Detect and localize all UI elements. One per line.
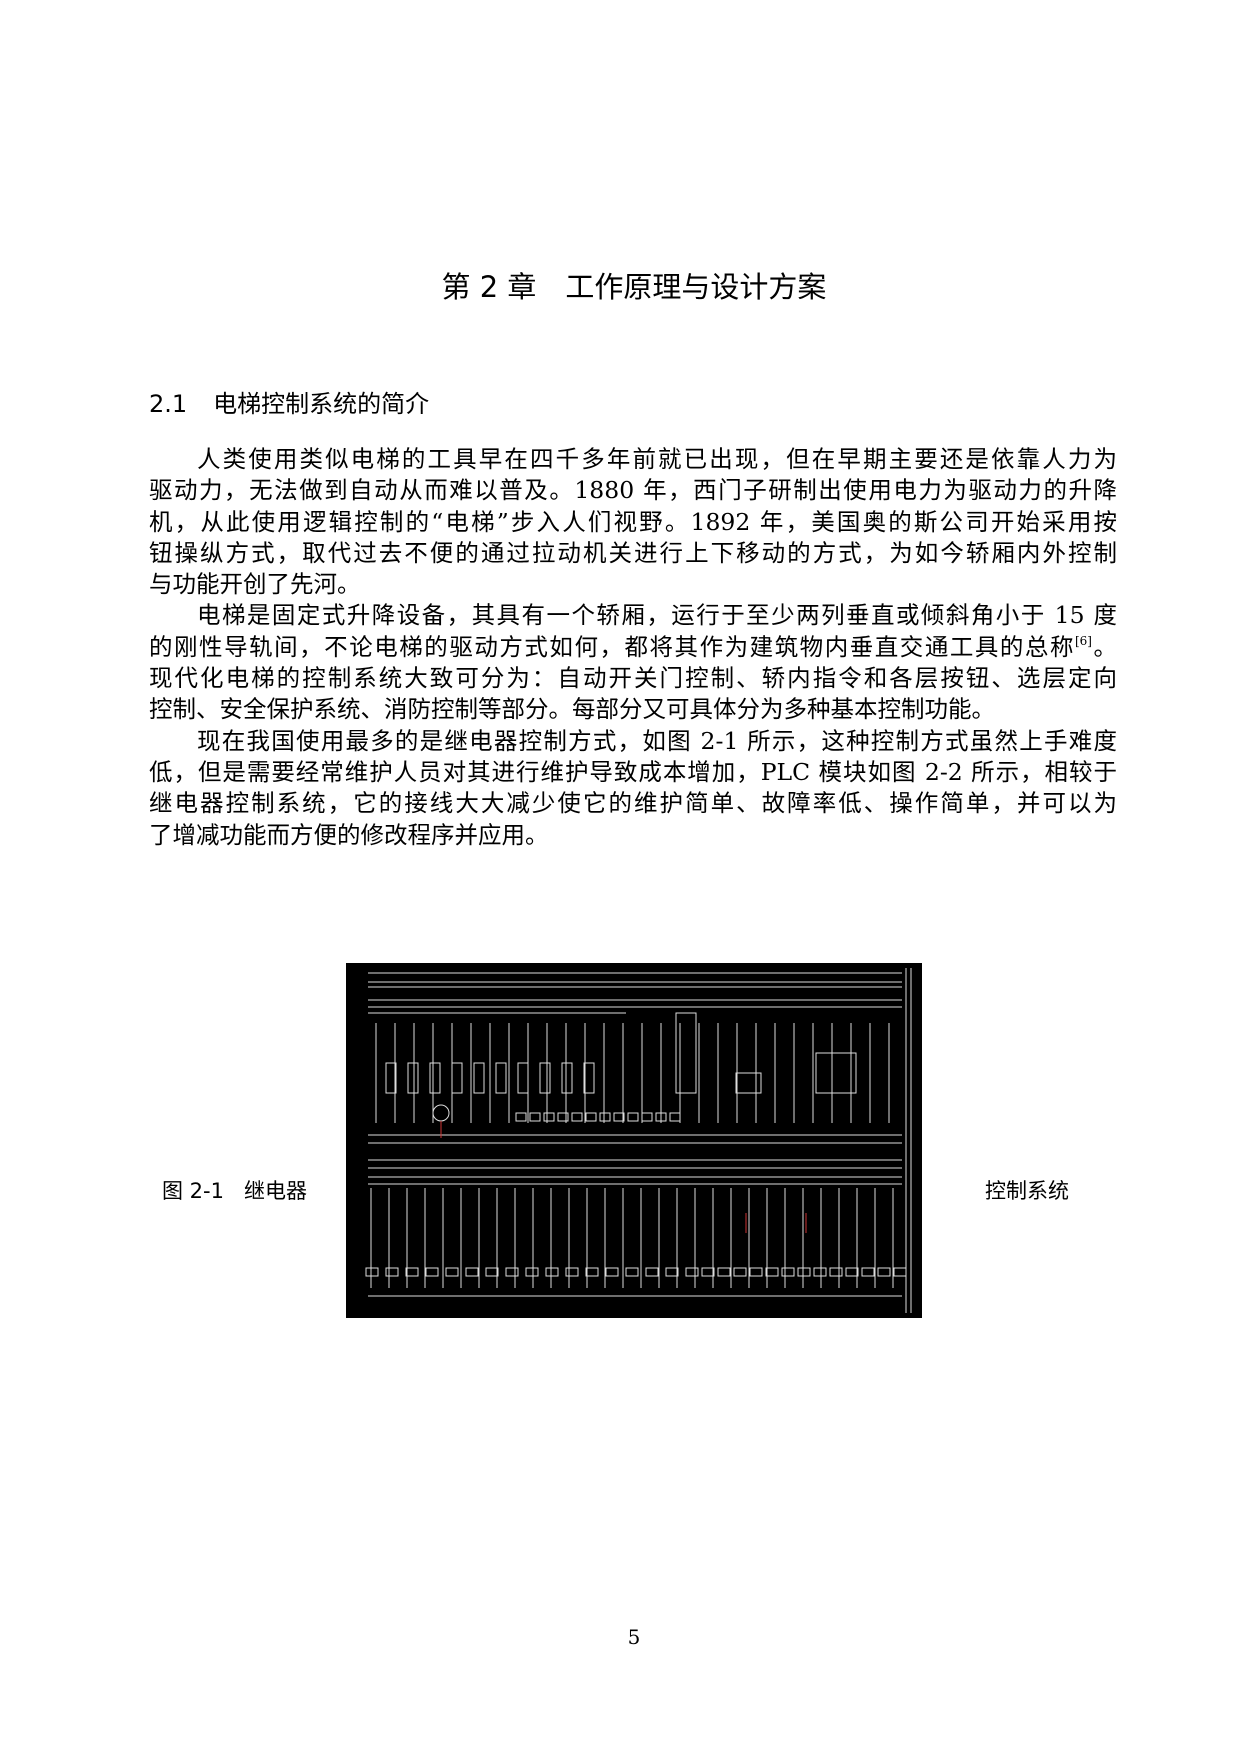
component (405, 1267, 419, 1277)
component (845, 1267, 859, 1277)
circuit-drawing (365, 968, 912, 1313)
component (585, 1112, 597, 1122)
component (565, 1267, 579, 1277)
component (571, 1112, 583, 1122)
paragraph-line: 与功能开创了先河。 (149, 570, 361, 599)
component (429, 1062, 441, 1094)
component (645, 1267, 659, 1277)
component (451, 1062, 463, 1094)
component (385, 1062, 397, 1094)
component (517, 1062, 529, 1094)
component (685, 1267, 699, 1277)
component (813, 1267, 827, 1277)
paragraph-line: 现代化电梯的控制系统大致可分为：自动开关门控制、轿内指令和各层按钮、选层定向 (149, 664, 1117, 693)
component (829, 1267, 843, 1277)
paragraph-line: 人类使用类似电梯的工具早在四千多年前就已出现，但在早期主要还是依靠人力为 (197, 445, 1117, 473)
component (861, 1267, 875, 1277)
paragraph-line: 的刚性导轨间，不论电梯的驱动方式如何，都将其作为建筑物内垂直交通工具的总称[6]… (149, 632, 1117, 663)
component (815, 1052, 857, 1094)
line-text: 的刚性导轨间，不论电梯的驱动方式如何，都将其作为建筑物内垂直交通工具的总称 (149, 632, 1075, 661)
figure-caption-left: 图 2-1 继电器 (162, 1175, 307, 1205)
component (557, 1112, 569, 1122)
component (717, 1267, 731, 1277)
component (605, 1267, 619, 1277)
component (765, 1267, 779, 1277)
component (655, 1112, 667, 1122)
component (585, 1267, 599, 1277)
section-heading: 2.1 电梯控制系统的简介 (149, 384, 429, 419)
component (543, 1112, 555, 1122)
paragraph-line: 低，但是需要经常维护人员对其进行维护导致成本增加，PLC 模块如图 2-2 所示… (149, 757, 1117, 786)
component (365, 1267, 379, 1277)
component (797, 1267, 811, 1277)
paragraph-line: 机，从此使用逻辑控制的“电梯”步入人们视野。1892 年，美国奥的斯公司开始采用… (149, 507, 1117, 536)
section-number: 2.1 (149, 390, 188, 418)
figure-caption-right: 控制系统 (985, 1179, 1069, 1203)
component (641, 1112, 653, 1122)
component (385, 1267, 399, 1277)
component (877, 1267, 891, 1277)
paragraph-line: 电梯是固定式升降设备，其具有一个轿厢，运行于至少两列垂直或倾斜角小于 15 度 (197, 601, 1117, 630)
section-title: 电梯控制系统的简介 (213, 390, 430, 418)
component (465, 1267, 479, 1277)
citation: [6] (1074, 633, 1092, 648)
paragraph-line: 继电器控制系统，它的接线大大减少使它的维护简单、故障率低、操作简单，并可以为 (149, 789, 1117, 818)
component (495, 1062, 507, 1094)
figure-number: 图 2-1 (162, 1179, 224, 1203)
component (407, 1062, 419, 1094)
relay-circuit-diagram-image (346, 963, 922, 1318)
component (529, 1112, 541, 1122)
component (735, 1072, 762, 1094)
component (733, 1267, 747, 1277)
component (485, 1267, 499, 1277)
component (749, 1267, 763, 1277)
body-text: 人类使用类似电梯的工具早在四千多年前就已出现，但在早期主要还是依靠人力为 驱动力… (149, 444, 1117, 851)
component (675, 1012, 697, 1094)
paragraph-line: 驱动力，无法做到自动从而难以普及。1880 年，西门子研制出使用电力为驱动力的升… (149, 476, 1117, 505)
motor-symbol (432, 1104, 450, 1122)
component (425, 1267, 439, 1277)
page-number: 5 (627, 1625, 641, 1649)
component (539, 1062, 551, 1094)
component (545, 1267, 559, 1277)
component (583, 1062, 595, 1094)
component (625, 1267, 639, 1277)
component (701, 1267, 715, 1277)
component (473, 1062, 485, 1094)
paragraph-line: 钮操纵方式，取代过去不便的通过拉动机关进行上下移动的方式，为如今轿厢内外控制 (149, 538, 1117, 567)
component (627, 1112, 639, 1122)
paragraph-line: 现在我国使用最多的是继电器控制方式，如图 2-1 所示，这种控制方式虽然上手难度 (197, 726, 1117, 755)
component (781, 1267, 795, 1277)
component (505, 1267, 519, 1277)
component (669, 1112, 681, 1122)
component (613, 1112, 625, 1122)
component (515, 1112, 527, 1122)
component (561, 1062, 573, 1094)
figure-caption-text: 继电器 (243, 1179, 307, 1203)
component (525, 1267, 539, 1277)
line-tail: 。 (1091, 632, 1117, 661)
component (445, 1267, 459, 1277)
paragraph-line: 了增减功能而方便的修改程序并应用。 (149, 820, 549, 849)
component (665, 1267, 679, 1277)
component (599, 1112, 611, 1122)
chapter-title: 第 2 章 工作原理与设计方案 (441, 270, 827, 304)
component (893, 1267, 907, 1277)
paragraph-line: 控制、安全保护系统、消防控制等部分。每部分又可具体分为多种基本控制功能。 (149, 695, 995, 724)
